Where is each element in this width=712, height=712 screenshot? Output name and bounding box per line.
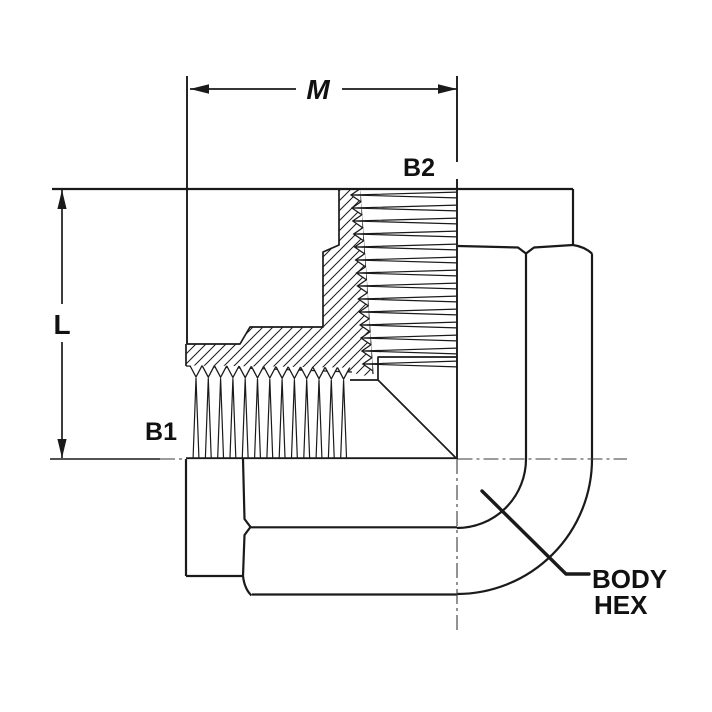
centerlines [160,458,627,634]
dim-l-arrow-top [57,190,67,209]
dim-m-arrow-right [438,84,457,94]
label-b2: B2 [403,154,435,182]
dimension-l-group: L [46,190,160,460]
collar-bottom-edge [457,243,574,255]
dim-m-arrow-left [190,84,209,94]
label-body-hex-line1: BODY [592,564,667,594]
counterbore-step-b2 [187,190,340,345]
bore-section-lines [185,190,457,460]
dim-l-label-mask [46,304,78,342]
boss-edge-left [241,458,252,577]
label-body-hex-line2: HEX [594,590,648,620]
label-b1: B1 [145,418,177,446]
body-hex-callout: BODY HEX [480,489,667,620]
bore-transition-diagonal [377,379,457,459]
inner-bend-arc [456,458,528,530]
dim-m-label-mask [296,72,342,104]
label-l: L [53,309,70,340]
bore-bottom-step [350,356,457,381]
b2-thread-band [349,187,457,372]
body-hex-leader-line [480,489,591,576]
collar-outer-chamfer [572,243,593,255]
dimension-m-group: M [190,72,457,105]
label-m: M [306,74,330,105]
dim-l-arrow-bottom [57,439,67,458]
section-hatch-region [186,190,373,376]
b1-thread-band [189,365,351,458]
body-outline [52,76,594,597]
boss-outer-chamfer [241,575,253,597]
outer-bend-arc [456,458,594,596]
